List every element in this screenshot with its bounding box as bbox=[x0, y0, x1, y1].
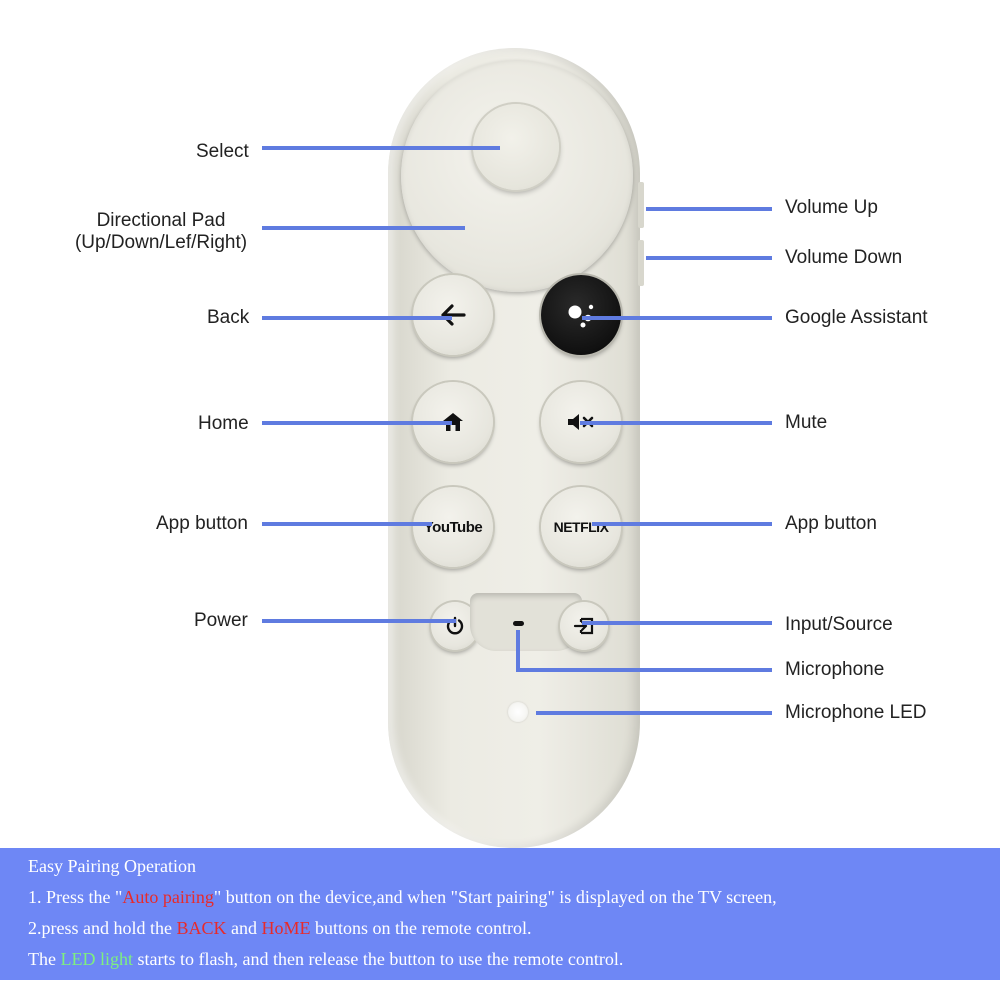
back-button bbox=[413, 275, 493, 355]
home-button bbox=[413, 382, 493, 462]
step-2-text-c: buttons on the remote control. bbox=[310, 918, 532, 938]
mute-leader bbox=[580, 421, 772, 425]
step-2-back: BACK bbox=[176, 918, 227, 938]
input-leader bbox=[582, 621, 772, 625]
step-1-text-a: 1. Press the " bbox=[28, 887, 123, 907]
back-leader bbox=[262, 316, 452, 320]
step-1-text-b: " button on the device,and when "Start p… bbox=[213, 887, 777, 907]
step-2-text-a: 2.press and hold the bbox=[28, 918, 177, 938]
label-mute: Mute bbox=[785, 412, 828, 433]
youtube-label: YouTube bbox=[423, 518, 483, 536]
step-2-home: HoME bbox=[261, 918, 311, 938]
label-microphone: Microphone bbox=[785, 659, 885, 680]
volume-up-leader bbox=[646, 207, 772, 211]
label-directional-pad-line1: Directional Pad bbox=[96, 210, 226, 231]
label-home: Home bbox=[198, 413, 249, 434]
home-leader bbox=[262, 421, 452, 425]
app-right-leader bbox=[592, 522, 772, 526]
back-arrow-icon bbox=[441, 304, 466, 326]
dpad-leader bbox=[262, 226, 465, 230]
step-3-led-light: LED light bbox=[60, 949, 133, 969]
label-directional-pad-line2: (Up/Down/Lef/Right) bbox=[74, 232, 248, 253]
home-icon bbox=[443, 413, 463, 431]
netflix-button: NETFLIX bbox=[541, 487, 621, 567]
microphone bbox=[513, 621, 524, 626]
app-left-leader bbox=[262, 522, 432, 526]
label-volume-down: Volume Down bbox=[785, 247, 903, 268]
microphone-led-leader bbox=[536, 711, 772, 715]
step-1-auto-pairing: Auto pairing bbox=[122, 887, 214, 907]
label-app-button-right: App button bbox=[785, 513, 877, 534]
remote-diagram: YouTube NETFLIX bbox=[66, 48, 928, 848]
label-microphone-led: Microphone LED bbox=[785, 702, 927, 723]
label-directional-pad: Directional Pad (Up/Down/Lef/Right) bbox=[66, 210, 256, 254]
input-source-button bbox=[560, 602, 608, 650]
label-volume-up: Volume Up bbox=[785, 197, 878, 218]
volume-up-key bbox=[638, 182, 644, 228]
volume-down-leader bbox=[646, 256, 772, 260]
instructions-title: Easy Pairing Operation bbox=[28, 856, 196, 876]
assistant-leader bbox=[582, 316, 772, 320]
label-back: Back bbox=[207, 307, 250, 328]
step-3-text-b: starts to flash, and then release the bu… bbox=[132, 949, 624, 969]
instructions-step-2: 2.press and hold the BACK and HoME butto… bbox=[28, 918, 531, 939]
step-3-text-a: The bbox=[28, 949, 61, 969]
label-select: Select bbox=[196, 141, 249, 162]
microphone-led bbox=[508, 702, 528, 722]
google-assistant-button bbox=[541, 275, 621, 355]
step-2-text-b: and bbox=[226, 918, 262, 938]
instructions-step-3: The LED light starts to flash, and then … bbox=[28, 949, 623, 970]
google-assistant-icon bbox=[568, 304, 594, 328]
pairing-instructions: Easy Pairing Operation 1. Press the "Aut… bbox=[0, 848, 1000, 980]
label-input-source: Input/Source bbox=[785, 614, 893, 635]
label-google-assistant: Google Assistant bbox=[785, 307, 928, 328]
label-app-button-left: App button bbox=[156, 513, 248, 534]
input-source-icon bbox=[573, 617, 594, 635]
instructions-step-1: 1. Press the "Auto pairing" button on th… bbox=[28, 887, 777, 908]
select-leader bbox=[262, 146, 500, 150]
microphone-leader bbox=[516, 668, 772, 672]
youtube-button: YouTube bbox=[413, 487, 493, 567]
power-leader bbox=[262, 619, 456, 623]
volume-down-key bbox=[638, 240, 644, 286]
label-power: Power bbox=[194, 610, 248, 631]
microphone-leader-vertical bbox=[516, 630, 520, 672]
